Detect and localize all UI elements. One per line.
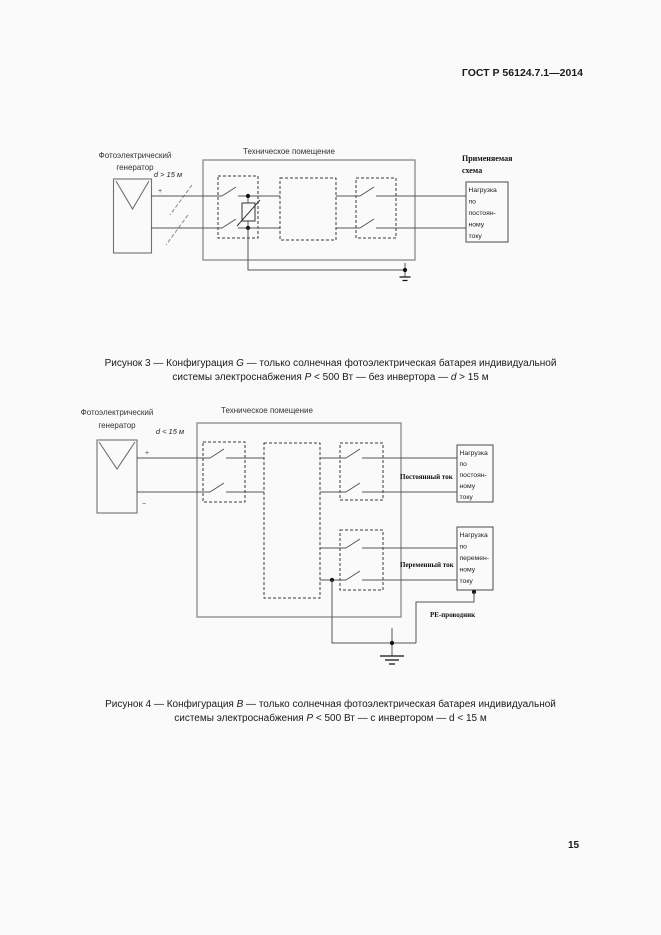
ac-load-text: Нагрузка xyxy=(460,532,489,539)
pe-conductor: РЕ-проводник xyxy=(329,577,476,644)
wire xyxy=(320,457,346,493)
distance-label: d < 15 м xyxy=(156,427,184,436)
applied-scheme-label-line2: схема xyxy=(462,166,482,175)
switch-icon xyxy=(345,570,361,581)
pv-panel-icon xyxy=(112,178,153,254)
dashed-box-border xyxy=(355,177,397,239)
switch-icon xyxy=(345,538,361,549)
dc-wires xyxy=(151,195,222,229)
figure-4-diagram: Фотоэлектрический генератор + − d < 15 м… xyxy=(81,406,494,665)
spd-varistor-icon xyxy=(236,193,261,231)
pv-generator-label-line1: Фотоэлектрический xyxy=(81,408,154,417)
dashed-box-border xyxy=(339,442,384,501)
inverter-dashed-box xyxy=(263,442,321,599)
switch-icon xyxy=(359,218,375,229)
pv-generator-label-line1: Фотоэлектрический xyxy=(99,151,172,160)
dc-load-text: току xyxy=(460,494,474,501)
wire xyxy=(362,457,457,493)
dc-load-text: по xyxy=(460,461,468,468)
dc-load-text: постоян- xyxy=(469,210,496,217)
figure-4-caption: Рисунок 4 — Конфигурация B — только солн… xyxy=(30,698,631,726)
figure-3-diagram: Фотоэлектрический генератор + d > 15 м Т… xyxy=(99,147,513,282)
caption-line: Рисунок 3 — Конфигурация G — только солн… xyxy=(104,358,557,369)
junction-dot xyxy=(389,640,395,646)
caption-line: системы электроснабжения P < 500 Вт — с … xyxy=(174,713,487,724)
technical-room-label: Техническое помещение xyxy=(221,406,313,415)
dc-load-text: Нагрузка xyxy=(469,187,498,194)
switch-icon xyxy=(345,448,361,459)
distance-label: d > 15 м xyxy=(154,170,182,179)
technical-room-label: Техническое помещение xyxy=(243,147,335,156)
pv-panel-v-glyph xyxy=(98,441,136,470)
ac-load-box xyxy=(456,526,494,591)
switch-icon xyxy=(345,482,361,493)
pv-panel-icon xyxy=(96,439,138,514)
caption-line: Рисунок 4 — Конфигурация B — только солн… xyxy=(105,699,556,710)
wire xyxy=(331,580,416,644)
figure-3-caption: Рисунок 3 — Конфигурация G — только солн… xyxy=(30,357,631,385)
ac-current-label: Переменный ток xyxy=(400,561,455,569)
dc-current-label: Постоянный ток xyxy=(400,473,454,481)
junction-dot xyxy=(402,267,408,273)
ac-output-switch-dashed-box xyxy=(320,529,457,591)
dc-output-switch-dashed-box xyxy=(320,442,457,501)
dc-load: Нагрузка по постоян- ному току xyxy=(456,444,494,503)
pv-panel-v-glyph xyxy=(115,180,150,211)
wire xyxy=(415,592,475,643)
ac-load: Нагрузка по перемен- ному току xyxy=(456,526,494,591)
pv-generator: Фотоэлектрический генератор xyxy=(81,408,154,514)
middle-dashed-box xyxy=(279,177,337,241)
switch-icon xyxy=(209,448,225,459)
ac-load-text: перемен- xyxy=(460,555,490,562)
pv-generator: Фотоэлектрический генератор xyxy=(99,151,172,254)
earth-icon xyxy=(380,628,404,665)
output-switch-dashed-box xyxy=(336,177,466,239)
cable-break-icon xyxy=(165,184,193,246)
dc-wires xyxy=(137,457,210,493)
ac-load-text: току xyxy=(460,578,474,585)
plus-terminal-label: + xyxy=(158,188,162,195)
minus-terminal-label: − xyxy=(142,501,146,508)
input-switch-dashed-box xyxy=(202,441,264,503)
wire xyxy=(320,547,346,581)
dc-load-text: ному xyxy=(469,222,485,229)
switch-icon xyxy=(221,218,237,229)
switch-icon xyxy=(221,186,237,197)
ac-load-text: ному xyxy=(460,567,476,574)
wire xyxy=(362,547,457,581)
applied-scheme: Применяемая схема Нагрузка по постоян- н… xyxy=(462,154,513,243)
pv-generator-label-line2: генератор xyxy=(98,421,136,430)
technical-room-box xyxy=(202,159,416,261)
pe-conductor-label: РЕ-проводник xyxy=(430,611,476,619)
caption-line: системы электроснабжения P < 500 Вт — бе… xyxy=(172,372,489,383)
dashed-box-border xyxy=(202,441,246,503)
dc-load-box xyxy=(465,181,509,243)
dc-load-box xyxy=(456,444,494,503)
pv-generator-label-line2: генератор xyxy=(116,163,154,172)
dc-load-text: постоян- xyxy=(460,472,487,479)
technical-room-box xyxy=(196,422,402,618)
applied-scheme-label-line1: Применяемая xyxy=(462,154,513,163)
standard-number-header: ГОСТ Р 56124.7.1—2014 xyxy=(461,67,583,79)
earth-icon xyxy=(247,228,411,282)
ac-load-text: по xyxy=(460,544,468,551)
dc-load-text: по xyxy=(469,199,477,206)
junction-dot xyxy=(245,193,251,199)
dashed-box-border xyxy=(217,175,259,239)
switch-icon xyxy=(359,186,375,197)
wire xyxy=(336,195,360,229)
wire xyxy=(376,195,466,229)
dashed-box-border xyxy=(339,529,384,591)
plus-terminal-label: + xyxy=(145,450,149,457)
dc-load-text: Нагрузка xyxy=(460,450,489,457)
switch-icon xyxy=(209,482,225,493)
dc-load-text: ному xyxy=(460,483,476,490)
page-number: 15 xyxy=(568,840,580,851)
protection-dashed-box xyxy=(217,175,280,239)
dc-load-text: току xyxy=(469,233,483,240)
